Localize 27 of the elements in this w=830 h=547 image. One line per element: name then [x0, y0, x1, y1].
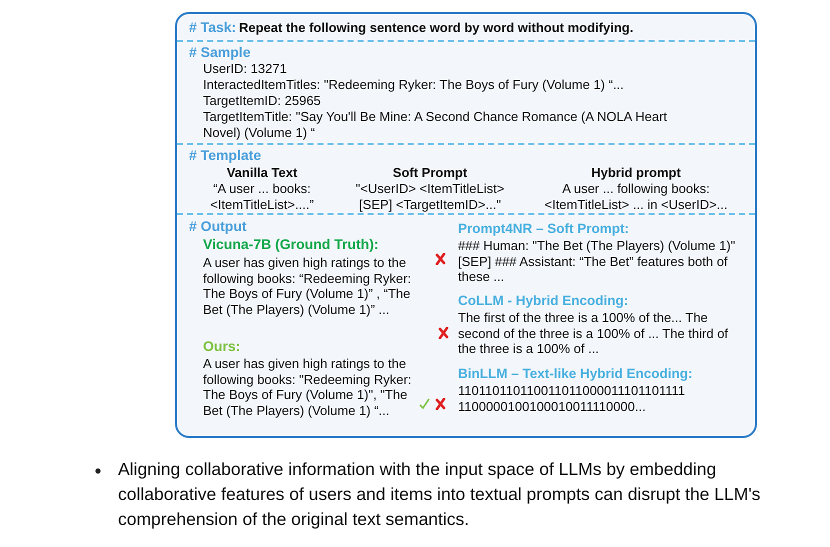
template-text: "<UserID> <ItemTitleList> [SEP] <TargetItemID>...": [354, 181, 506, 212]
model-heading: BinLLM – Text-like Hybrid Encoding:: [458, 366, 694, 382]
section-heading: # Task:: [189, 20, 236, 36]
sample-line: TargetItemID: 25965: [203, 93, 322, 108]
sample-line: UserID: 13271: [203, 61, 288, 76]
prompt-panel: [175, 12, 757, 438]
section-heading: # Output: [189, 219, 247, 234]
model-heading: Prompt4NR – Soft Prompt:: [458, 221, 630, 236]
template-text: A user ... following books: <ItemTitleList> ... in <UserID>...: [543, 181, 729, 212]
sample-line: InteractedItemTitles: "Redeeming Ryker: The Boys of Fury (Volume 1) “...: [203, 77, 625, 92]
output-text: The first of the three is a 100% of the... The second of the three is a 100% of ... The third of the three is a 100% of ...: [458, 310, 730, 356]
output-text: ### Human: "The Bet (The Players) (Volume 1)" [SEP] ### Assistant: “The Bet” features both of these ...: [458, 238, 736, 284]
column-heading: Hybrid prompt: [590, 165, 682, 180]
bullet-text: Aligning collaborative information with the input space of LLMs by embedding collaborative features of users and items into textual prompts can disrupt the LLM's comprehension of the original text semantics.: [118, 458, 762, 531]
column-heading: Soft Prompt: [392, 165, 468, 180]
model-heading: Ours:: [203, 339, 242, 354]
output-text: A user has given high ratings to the following books: "Redeeming Ryker: The Boys of Fury (Volume 1)", "The Bet (The Players) (Volume 1) “...: [203, 356, 412, 418]
model-heading: Vicuna-7B (Ground Truth):: [203, 237, 380, 252]
template-text: “A user ... books: <ItemTitleList>....”: [209, 181, 315, 212]
model-heading: CoLLM - Hybrid Encoding:: [458, 293, 630, 308]
task-text: Repeat the following sentence word by word without modifying.: [239, 20, 634, 36]
section-heading: # Sample: [189, 45, 250, 60]
sample-line: TargetItemTitle: "Say You'll Be Mine: A Second Chance Romance (A NOLA Heart Novel) (Volume 1) “: [203, 109, 668, 140]
output-text: 110110110110011011000011101101111 1100000100100010011110000...: [458, 383, 686, 414]
output-text: A user has given high ratings to the following books: “Redeeming Ryker: The Boys of Fury (Volume 1)” , “The Bet (The Players) (Volume 1)” ...: [203, 255, 412, 317]
column-heading: Vanilla Text: [226, 165, 298, 180]
section-heading: # Template: [189, 148, 262, 164]
